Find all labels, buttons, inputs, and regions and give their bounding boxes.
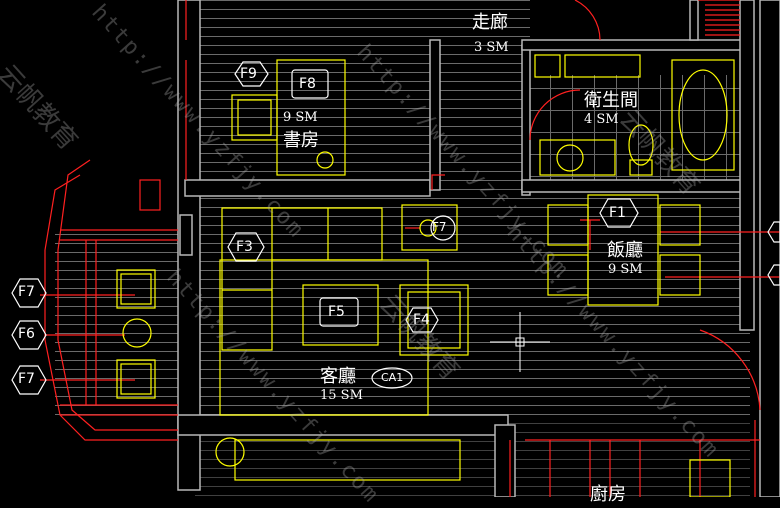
tag-f1: F1 (609, 205, 626, 221)
room-name-bathroom: 衛生間 (584, 90, 638, 111)
tag-symbols (11, 61, 780, 395)
tag-f7-top: F7 (18, 284, 35, 300)
tag-f4: F4 (413, 312, 430, 328)
room-area-bathroom: 4 SM (584, 112, 619, 127)
room-name-dining: 飯廳 (607, 240, 643, 261)
tag-ca1: CA1 (381, 371, 404, 384)
tag-f7-round: F7 (432, 220, 447, 234)
red-linework (40, 0, 780, 497)
room-name-kitchen: 廚房 (590, 484, 626, 505)
tag-f3: F3 (236, 239, 253, 255)
room-area-study: 9 SM (283, 110, 318, 125)
room-name-study: 書房 (283, 130, 319, 151)
room-area-living: 15 SM (320, 388, 363, 403)
room-area-dining: 9 SM (608, 262, 643, 277)
floor-plan-canvas[interactable] (0, 0, 780, 497)
crosshair-cursor (490, 312, 550, 372)
tag-f6: F6 (18, 326, 35, 342)
furniture (116, 54, 735, 497)
room-name-living: 客廳 (320, 366, 356, 387)
tag-f7-bottom: F7 (18, 371, 35, 387)
room-name-corridor: 走廊 (472, 12, 508, 33)
tag-f8: F8 (299, 76, 316, 92)
tag-f9: F9 (240, 66, 257, 82)
tag-f5: F5 (328, 304, 345, 320)
room-area-corridor: 3 SM (474, 40, 509, 55)
